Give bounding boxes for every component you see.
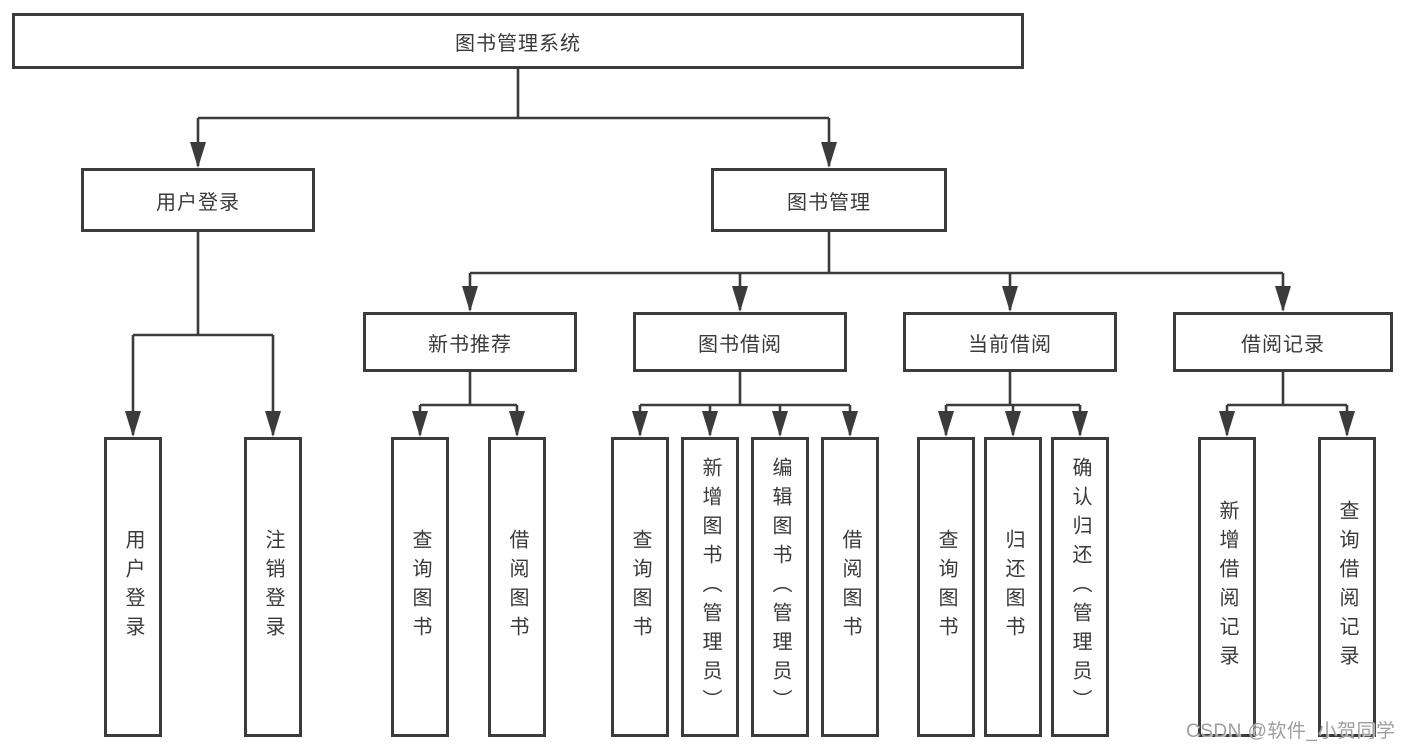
node-label: 借阅图书 [506, 529, 528, 645]
node-label: 借阅图书 [839, 529, 861, 645]
node-label: 注销登录 [262, 529, 284, 645]
csdn-watermark: CSDN @软件_小贺同学 [1186, 721, 1396, 742]
node-user-login: 用户登录 [81, 168, 315, 232]
tree-edges [131, 69, 1349, 435]
node-label: 新书推荐 [428, 333, 512, 356]
leaf-add-book-admin: 新增图书（管理员） [681, 437, 739, 737]
node-label: 用户登录 [122, 529, 144, 645]
arrowhead-icons [125, 142, 1355, 437]
node-label: 图书管理 [787, 191, 871, 214]
node-borrowing-records: 借阅记录 [1173, 312, 1393, 372]
node-label: 新增借阅记录 [1216, 500, 1238, 674]
node-label: 编辑图书（管理员） [769, 456, 791, 718]
leaf-edit-book-admin: 编辑图书（管理员） [751, 437, 809, 737]
leaf-query-borrow-record: 查询借阅记录 [1318, 437, 1376, 737]
node-label: 图书借阅 [698, 333, 782, 356]
leaf-query-books-current: 查询图书 [917, 437, 975, 737]
leaf-borrow-books-borrowing: 借阅图书 [821, 437, 879, 737]
node-book-borrowing: 图书借阅 [633, 312, 847, 372]
node-label: 归还图书 [1002, 529, 1024, 645]
node-label: 查询图书 [629, 529, 651, 645]
leaf-add-borrow-record: 新增借阅记录 [1198, 437, 1256, 737]
node-label: 确认归还（管理员） [1069, 456, 1091, 718]
leaf-user-login: 用户登录 [104, 437, 162, 737]
leaf-query-books-recommend: 查询图书 [391, 437, 449, 737]
leaf-query-books-borrowing: 查询图书 [611, 437, 669, 737]
leaf-logout: 注销登录 [244, 437, 302, 737]
node-label: 图书管理系统 [455, 32, 581, 55]
node-library-management-system: 图书管理系统 [12, 13, 1024, 69]
node-new-book-recommendation: 新书推荐 [363, 312, 577, 372]
node-label: 查询图书 [935, 529, 957, 645]
node-label: 查询借阅记录 [1336, 500, 1358, 674]
node-label: 当前借阅 [968, 333, 1052, 356]
leaf-return-book: 归还图书 [984, 437, 1042, 737]
leaf-confirm-return-admin: 确认归还（管理员） [1051, 437, 1109, 737]
node-label: 用户登录 [156, 191, 240, 214]
node-label: 新增图书（管理员） [699, 456, 721, 718]
leaf-borrow-books-recommend: 借阅图书 [488, 437, 546, 737]
node-book-management: 图书管理 [711, 168, 947, 232]
node-label: 查询图书 [409, 529, 431, 645]
node-current-borrowing: 当前借阅 [903, 312, 1117, 372]
node-label: 借阅记录 [1241, 333, 1325, 356]
